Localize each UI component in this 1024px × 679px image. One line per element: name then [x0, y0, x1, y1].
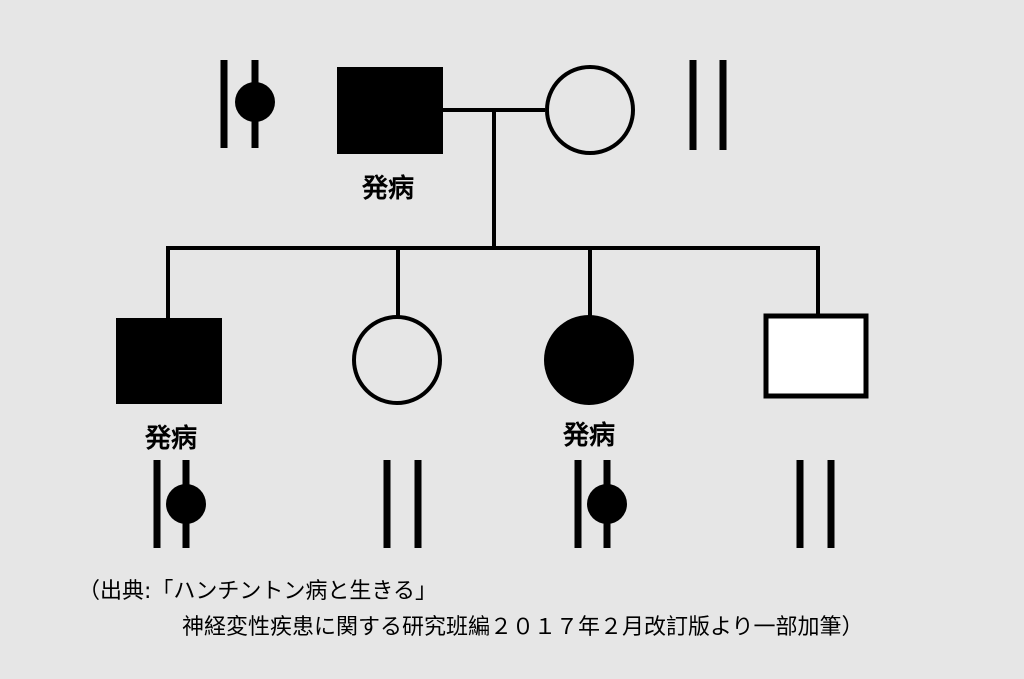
father-chromosome-pair: [220, 60, 275, 148]
mother-unaffected-circle: [545, 65, 635, 155]
child-1-affected-square: [116, 318, 222, 404]
father-status-label: 発病: [361, 174, 415, 204]
child-1-status-label: 発病: [144, 424, 198, 454]
child-3-affected-circle: [544, 315, 634, 405]
child-1-chromosome-pair: [153, 460, 206, 548]
mutation-dot-icon: [235, 82, 275, 122]
child-4-unaffected-square: [763, 313, 869, 399]
mutation-dot-icon: [166, 484, 206, 524]
source-line-2: 神経変性疾患に関する研究班編２０１７年２月改訂版より一部加筆）: [182, 615, 864, 640]
child-4-chromosome-pair: [796, 460, 835, 548]
child-3-status-label: 発病: [562, 421, 616, 451]
mutation-dot-icon: [587, 484, 627, 524]
child-3-chromosome-pair: [574, 460, 627, 548]
child-2-chromosome-pair: [383, 460, 422, 548]
father-affected-square: [337, 67, 443, 154]
mother-chromosome-pair: [689, 60, 727, 150]
source-line-1: （出典:「ハンチントン病と生きる」: [78, 579, 437, 604]
child-2-unaffected-circle: [352, 315, 442, 405]
